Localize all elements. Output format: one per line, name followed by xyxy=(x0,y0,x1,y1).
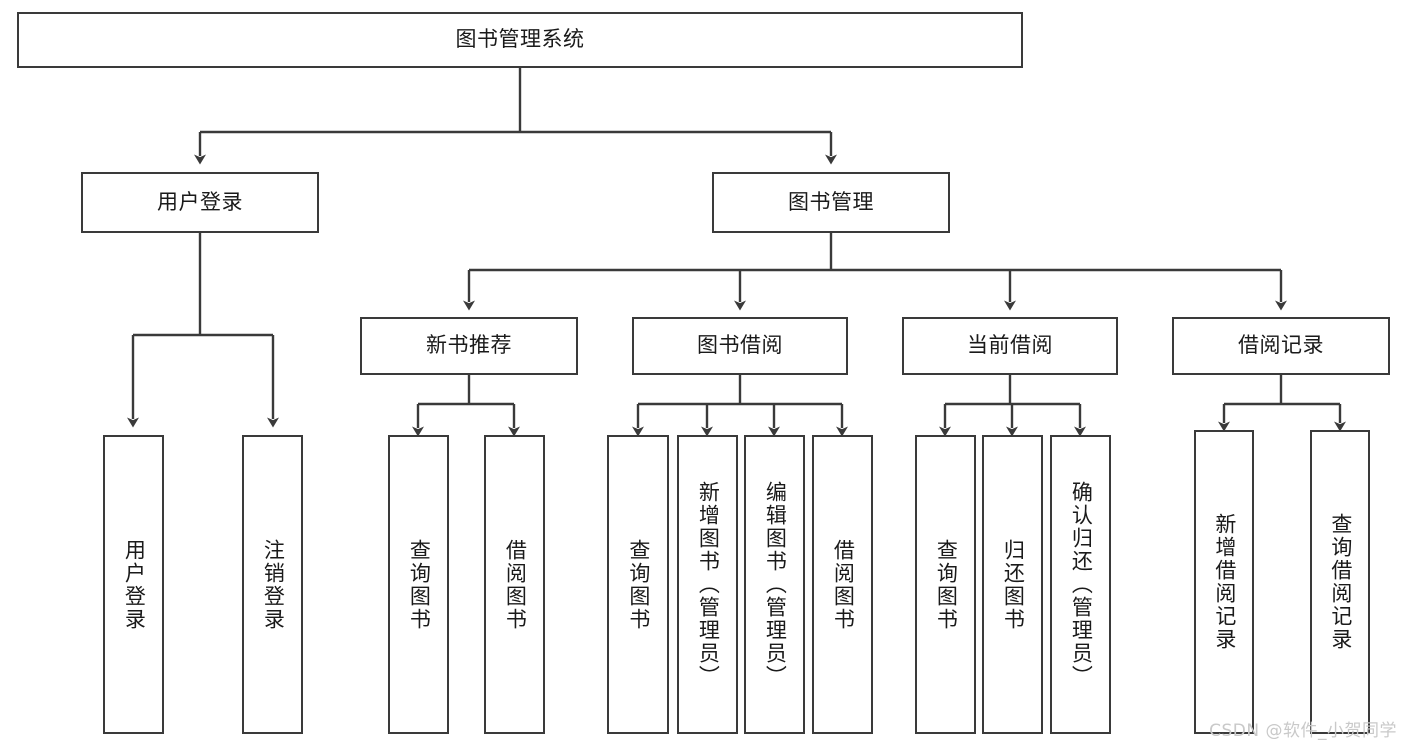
node-leaf-add-record[interactable]: 新增借阅记录 xyxy=(1194,430,1254,734)
node-leaf-add-record-label: 新增借阅记录 xyxy=(1212,513,1237,651)
node-leaf-user-login[interactable]: 用户登录 xyxy=(103,435,164,734)
node-leaf-borrow-book-2[interactable]: 借阅图书 xyxy=(812,435,873,734)
node-leaf-user-login-label: 用户登录 xyxy=(122,538,147,631)
node-leaf-edit-book[interactable]: 编辑图书（管理员） xyxy=(744,435,805,734)
node-leaf-borrow-book-2-label: 借阅图书 xyxy=(831,538,856,631)
node-leaf-query-book-2[interactable]: 查询图书 xyxy=(607,435,669,734)
node-new-book-recommend-label: 新书推荐 xyxy=(426,333,512,358)
node-leaf-query-record-label: 查询借阅记录 xyxy=(1328,513,1353,651)
node-leaf-query-book-1-label: 查询图书 xyxy=(407,538,432,631)
node-book-borrow[interactable]: 图书借阅 xyxy=(632,317,848,375)
node-leaf-edit-book-label: 编辑图书（管理员） xyxy=(763,481,788,688)
csdn-watermark: CSDN @软件_小贺同学 xyxy=(1209,721,1397,741)
node-leaf-user-logout[interactable]: 注销登录 xyxy=(242,435,303,734)
node-leaf-query-book-3[interactable]: 查询图书 xyxy=(915,435,976,734)
node-leaf-add-book-label: 新增图书（管理员） xyxy=(696,481,721,688)
node-book-borrow-label: 图书借阅 xyxy=(697,333,783,358)
node-root[interactable]: 图书管理系统 xyxy=(17,12,1023,68)
node-book-manage[interactable]: 图书管理 xyxy=(712,172,950,233)
node-leaf-query-book-2-label: 查询图书 xyxy=(626,538,651,631)
node-current-borrow-label: 当前借阅 xyxy=(967,333,1053,358)
node-leaf-return-book-label: 归还图书 xyxy=(1001,538,1026,631)
node-leaf-query-record[interactable]: 查询借阅记录 xyxy=(1310,430,1370,734)
node-book-manage-label: 图书管理 xyxy=(788,189,874,214)
node-leaf-confirm-return[interactable]: 确认归还（管理员） xyxy=(1050,435,1111,734)
node-user-login[interactable]: 用户登录 xyxy=(81,172,319,233)
node-borrow-record[interactable]: 借阅记录 xyxy=(1172,317,1390,375)
node-new-book-recommend[interactable]: 新书推荐 xyxy=(360,317,578,375)
node-leaf-borrow-book-1[interactable]: 借阅图书 xyxy=(484,435,545,734)
node-leaf-query-book-3-label: 查询图书 xyxy=(934,538,959,631)
node-current-borrow[interactable]: 当前借阅 xyxy=(902,317,1118,375)
node-user-login-label: 用户登录 xyxy=(157,189,243,214)
node-leaf-borrow-book-1-label: 借阅图书 xyxy=(503,538,528,631)
node-leaf-return-book[interactable]: 归还图书 xyxy=(982,435,1043,734)
node-root-label: 图书管理系统 xyxy=(455,27,585,52)
node-leaf-query-book-1[interactable]: 查询图书 xyxy=(388,435,449,734)
node-borrow-record-label: 借阅记录 xyxy=(1238,333,1324,358)
node-leaf-user-logout-label: 注销登录 xyxy=(261,538,286,631)
node-leaf-confirm-return-label: 确认归还（管理员） xyxy=(1069,481,1094,688)
node-leaf-add-book[interactable]: 新增图书（管理员） xyxy=(677,435,738,734)
